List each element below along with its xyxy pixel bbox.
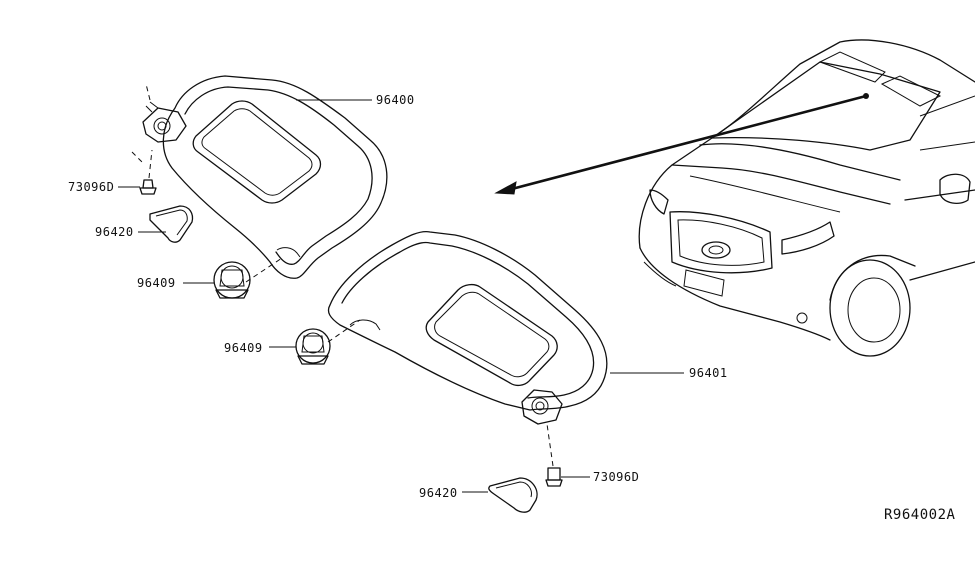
callout-screw-left: 73096D [68,180,115,194]
assembly-line-4 [327,319,361,343]
vehicle-illustration [638,39,975,357]
sun-visor-left [142,75,388,279]
assembly-line-6 [131,151,143,163]
holder-right [295,328,331,365]
cover-right [488,477,538,513]
screw-right [545,467,563,487]
assembly-line-5 [546,423,554,467]
leader-lines [118,99,684,493]
callout-screw-right: 73096D [593,470,640,484]
callout-holder-right: 96409 [224,341,263,355]
callout-cover-left: 96420 [95,225,134,239]
callout-visor-left: 96400 [376,93,415,107]
location-arrow [494,93,869,195]
visor-hinge-right [521,389,563,425]
assembly-line-3 [245,257,283,283]
holder-left [213,261,251,299]
assembly-line-2 [145,83,151,101]
screw-left [139,179,157,195]
assembly-line-1 [148,149,153,179]
cover-left [149,205,194,243]
sun-visor-right [327,230,608,425]
diagram-id: R964002A [884,507,956,523]
callout-holder-left: 96409 [137,276,176,290]
visor-hinge-left [142,101,187,143]
callout-cover-right: 96420 [419,486,458,500]
callout-visor-right: 96401 [689,366,728,380]
